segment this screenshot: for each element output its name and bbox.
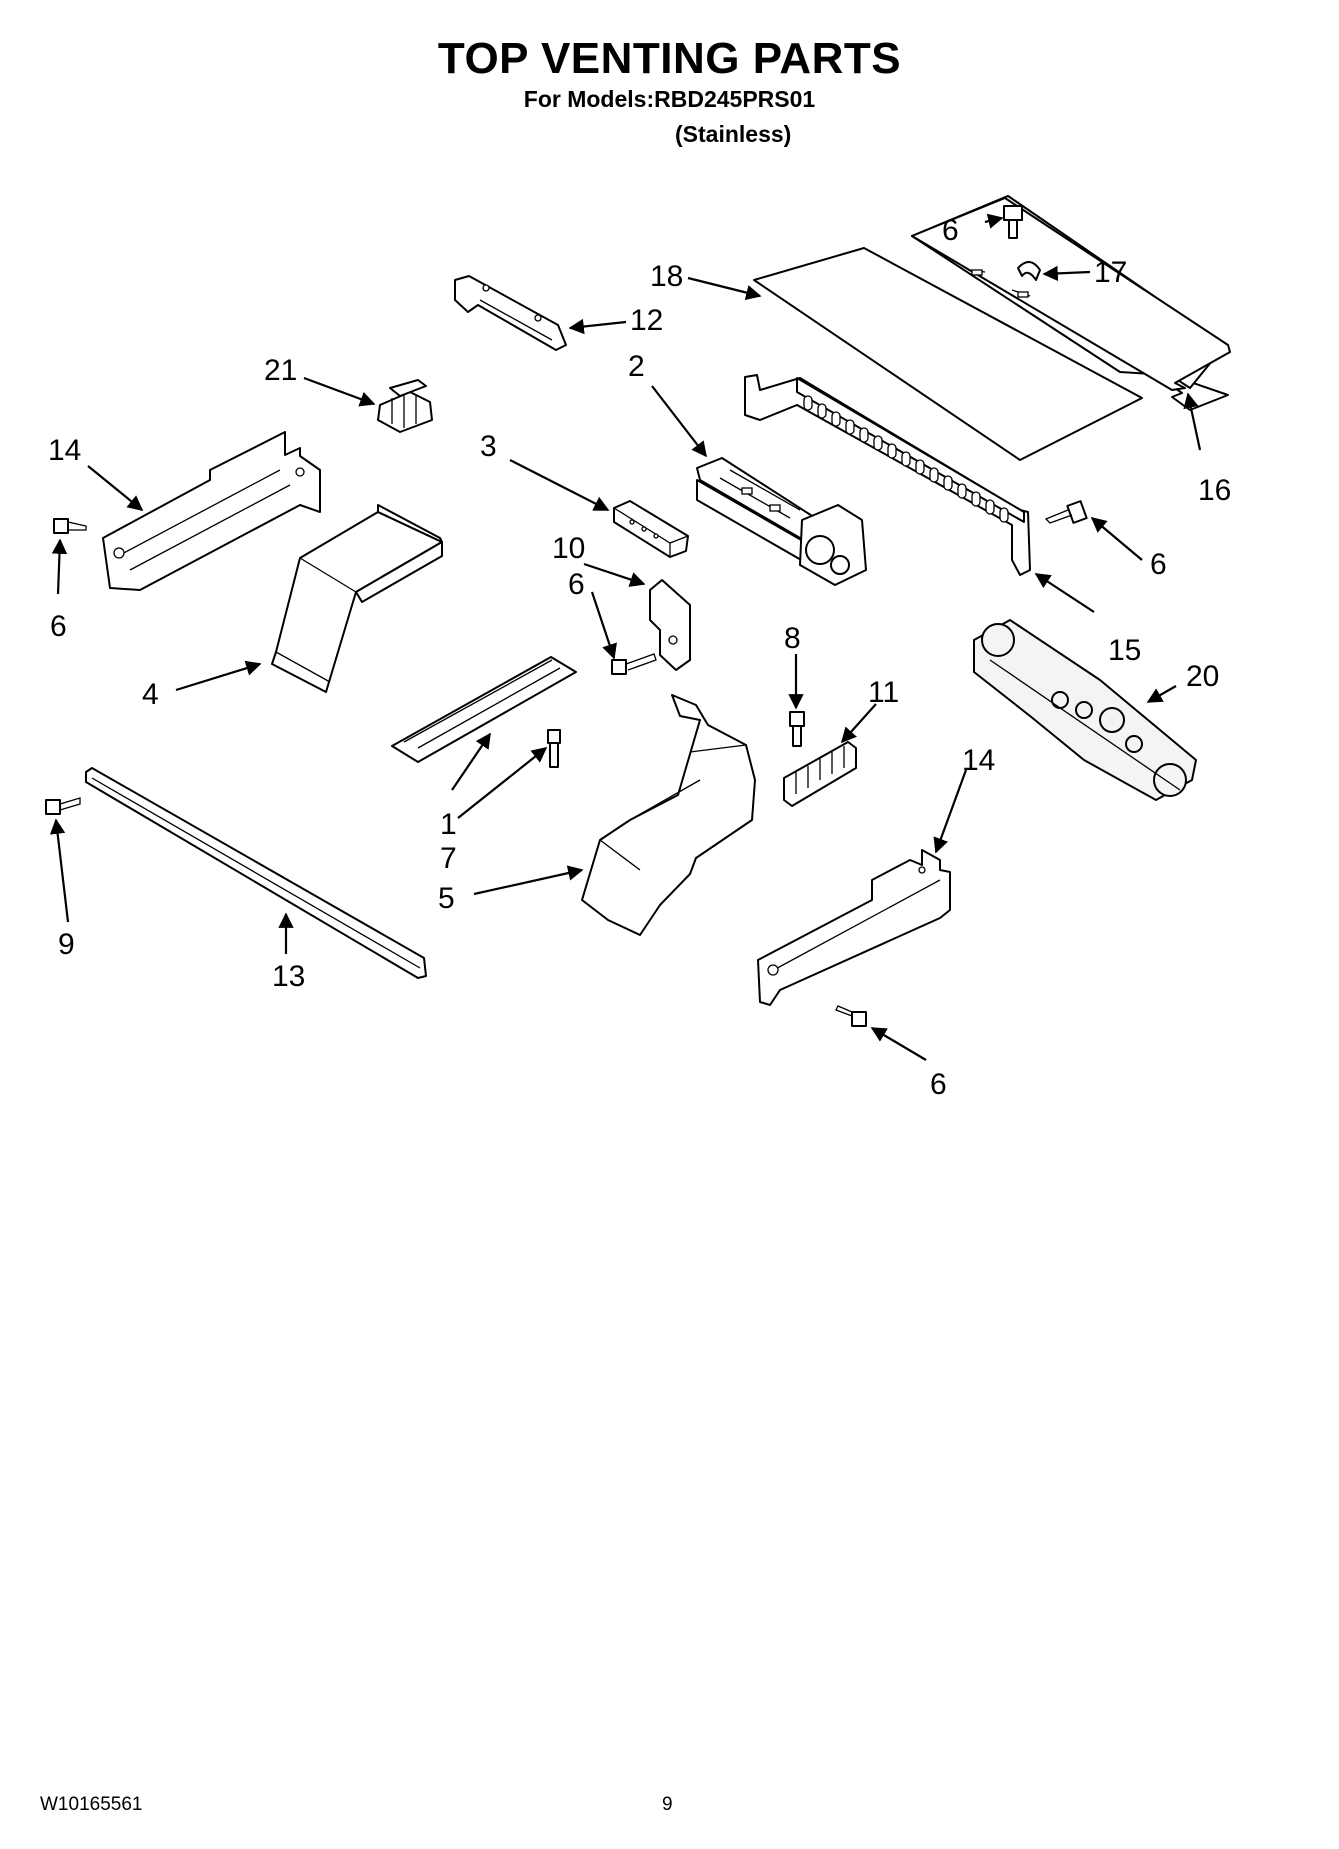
- callout-6-right: 6: [1150, 548, 1167, 581]
- screw-9: [45, 797, 81, 815]
- callout-12: 12: [630, 304, 663, 337]
- callout-6-center: 6: [568, 568, 585, 601]
- callout-4: 4: [142, 678, 159, 711]
- part-11-connector: [783, 741, 857, 807]
- page-title: TOP VENTING PARTS: [437, 34, 902, 83]
- callout-8: 8: [784, 622, 801, 655]
- page-number: 9: [662, 1794, 673, 1815]
- callout-21: 21: [264, 354, 297, 387]
- part-5-vent-shroud: [581, 694, 756, 936]
- part-21-terminal-block: [377, 379, 433, 433]
- callout-9: 9: [58, 928, 75, 961]
- screw-6-bottom: [835, 1005, 867, 1027]
- callout-18: 18: [650, 260, 683, 293]
- part-17-clip: [1017, 261, 1041, 281]
- callout-6-left: 6: [50, 610, 67, 643]
- screw-6-center: [611, 653, 657, 675]
- part-14-left-bracket: [102, 431, 321, 591]
- callout-14-right: 14: [962, 744, 995, 777]
- callout-17: 17: [1094, 256, 1127, 289]
- part-12-bracket: [454, 275, 567, 351]
- callout-6-bottom: 6: [930, 1068, 947, 1101]
- part-3-vent-block: [613, 500, 689, 558]
- callout-6-top: 6: [942, 214, 959, 247]
- callout-10: 10: [552, 532, 585, 565]
- callout-13: 13: [272, 960, 305, 993]
- callout-1: 1: [440, 808, 457, 841]
- part-13-trim-strip: [85, 767, 427, 979]
- callout-14-left: 14: [48, 434, 81, 467]
- part-20-valve-assembly: [973, 619, 1197, 801]
- part-1-rail: [391, 656, 577, 763]
- leader-lines: [49, 213, 1202, 1061]
- part-14-right-bracket: [757, 849, 951, 1006]
- callout-7: 7: [440, 842, 457, 875]
- screw-6-left: [53, 518, 87, 534]
- part-18-vent-panel: [753, 247, 1143, 461]
- callout-11: 11: [868, 676, 899, 709]
- screw-7: [547, 729, 561, 768]
- callout-numbers: 18 6 17 12 21 2 16 14 3 6 6 15 10 6 4 20…: [48, 214, 1231, 1101]
- models-line: For Models:RBD245PRS01: [523, 86, 816, 112]
- document-number: W10165561: [40, 1794, 143, 1815]
- part-2-vent-motor-assembly: [696, 457, 867, 586]
- callout-2: 2: [628, 350, 645, 383]
- screw-6-top: [1003, 205, 1023, 239]
- callout-20: 20: [1186, 660, 1219, 693]
- finish-label: (Stainless): [675, 121, 792, 147]
- callout-5: 5: [438, 882, 455, 915]
- part-10-bracket: [649, 579, 691, 671]
- part-16-top-cover: [911, 195, 1231, 411]
- part-4-vent-hood: [271, 504, 443, 693]
- callout-15: 15: [1108, 634, 1141, 667]
- part-15-vent-duct: [744, 374, 1031, 576]
- callout-3: 3: [480, 430, 497, 463]
- screw-6-right: [1044, 500, 1088, 524]
- screw-8: [789, 711, 805, 747]
- callout-16: 16: [1198, 474, 1231, 507]
- duct-perforations: [803, 395, 1009, 523]
